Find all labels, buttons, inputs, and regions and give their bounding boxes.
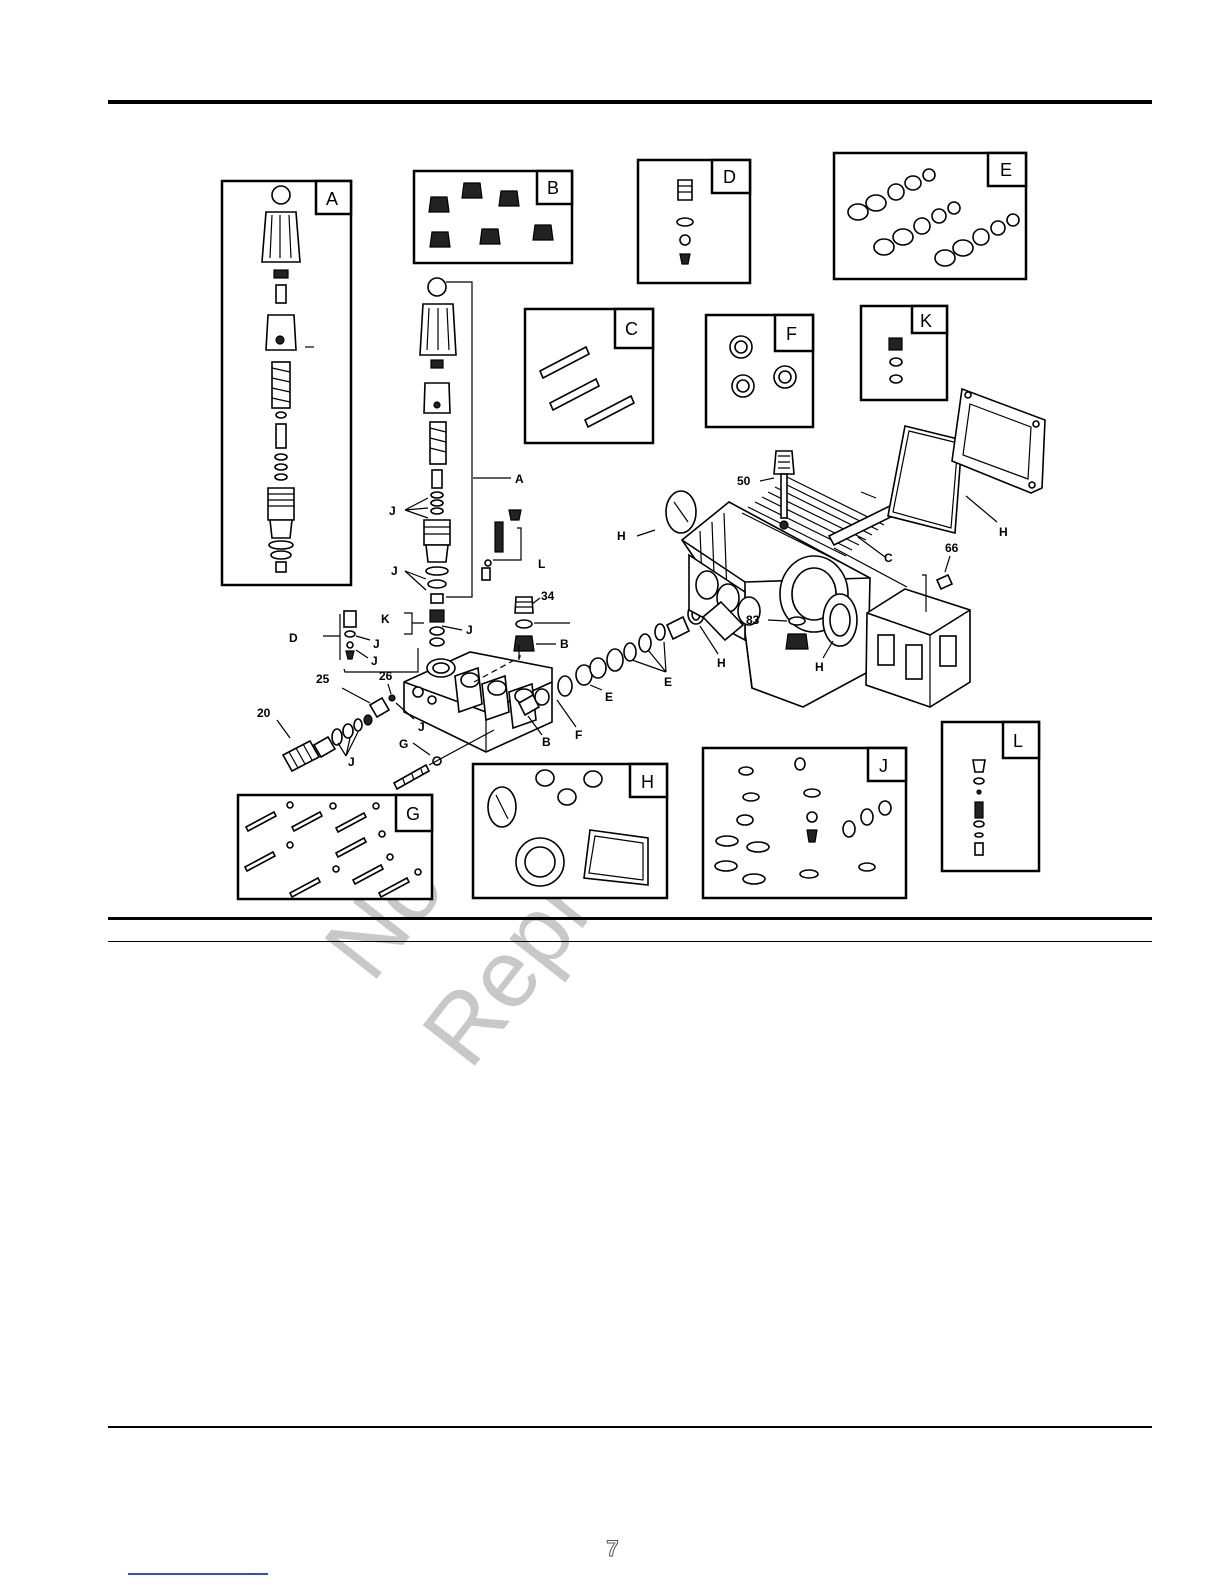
callout-50: 50 [737, 474, 751, 488]
callout-j-4: J [373, 637, 380, 651]
callout-e-1: E [605, 690, 613, 704]
kit-box-k: K [861, 306, 947, 400]
kit-box-h: H [473, 764, 667, 898]
callout-j-7: J [348, 755, 355, 769]
callout-34: 34 [541, 589, 555, 603]
callout-66: 66 [945, 541, 959, 555]
callout-j-6: J [418, 720, 425, 734]
kit-box-b: B [414, 171, 572, 263]
kit-label-k: K [920, 311, 932, 331]
kit-label-c: C [625, 319, 638, 339]
callout-j-2: J [391, 564, 398, 578]
callout-83: 83 [746, 613, 760, 627]
section-rule-thin [108, 941, 1152, 942]
callout-h-1: H [717, 656, 726, 670]
callout-h-4: H [999, 525, 1008, 539]
kit-label-a: A [326, 189, 338, 209]
callout-f: F [575, 728, 582, 742]
kit-box-a: A [222, 181, 351, 585]
kit-box-g: G [238, 795, 432, 899]
callout-j-5: J [371, 654, 378, 668]
kit-box-d: D [638, 160, 750, 283]
callout-j-1: J [389, 504, 396, 518]
kit-label-h: H [641, 772, 654, 792]
section-rule-thick [108, 917, 1152, 920]
kit-label-e: E [1000, 160, 1012, 180]
callout-e-2: E [664, 675, 672, 689]
callout-d: D [289, 631, 298, 645]
callout-k: K [381, 612, 390, 626]
callout-g: G [399, 737, 408, 751]
page-number: 7 [0, 1536, 1225, 1562]
kit-box-e: E [834, 153, 1026, 279]
callout-b-1: B [560, 637, 569, 651]
kit-box-l: L [942, 722, 1039, 871]
kit-label-l: L [1013, 731, 1023, 751]
kit-box-j: J [703, 748, 906, 898]
kit-box-c: C [525, 309, 653, 443]
callout-a: A [515, 472, 524, 486]
bottom-rule [108, 1426, 1152, 1428]
callout-h-3: H [815, 660, 824, 674]
kit-label-b: B [547, 178, 559, 198]
kit-label-d: D [723, 167, 736, 187]
callout-26: 26 [379, 669, 393, 683]
callout-h-2: H [617, 529, 626, 543]
kit-label-j: J [879, 756, 888, 776]
kit-box-f: F [706, 315, 813, 427]
callout-25: 25 [316, 672, 330, 686]
kit-label-g: G [406, 804, 420, 824]
footer-link-underline[interactable] [128, 1573, 268, 1575]
callout-j-3: J [466, 623, 473, 637]
callout-l: L [538, 557, 545, 571]
callout-20: 20 [257, 706, 271, 720]
callout-b-2: B [542, 735, 551, 749]
callout-c: C [884, 551, 893, 565]
kit-label-f: F [786, 324, 797, 344]
